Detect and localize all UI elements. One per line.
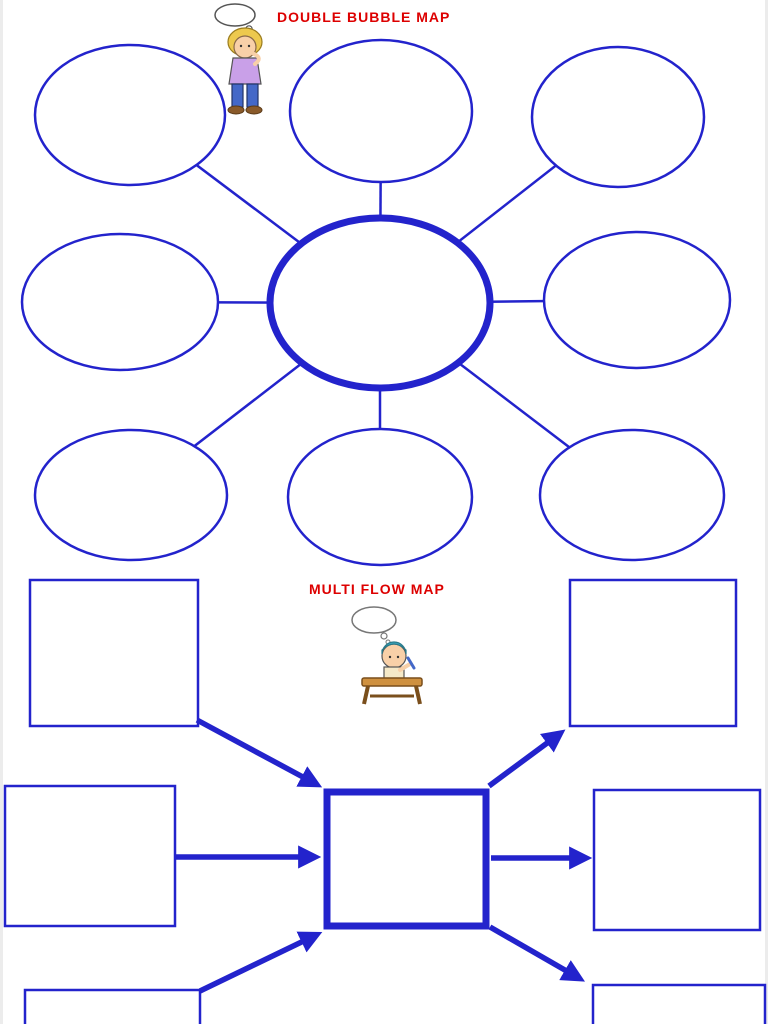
bubble-outer-middle-right (542, 230, 732, 370)
cause-box-bottom (23, 988, 202, 1024)
multi-flow-canvas (3, 578, 767, 1024)
double-bubble-map-title: DOUBLE BUBBLE MAP (277, 9, 451, 25)
bubble-outer-top-left (33, 43, 227, 187)
student-figure (361, 641, 423, 705)
bubble-outer-top-right (530, 45, 706, 189)
multi-flow-map-title: MULTI FLOW MAP (309, 581, 445, 597)
girl-figure (227, 27, 263, 115)
thinking-student-clipart (351, 606, 423, 705)
bubble-map-canvas (20, 38, 732, 567)
bubble-outer-bottom-right (538, 428, 726, 562)
effect-box-bottom (591, 983, 767, 1024)
bubble-outer-bottom-center (286, 427, 474, 567)
bubble-center (266, 214, 494, 392)
effect-box-top (568, 578, 738, 728)
bubble-outer-top-center (288, 38, 474, 184)
cause-box-top (28, 578, 200, 728)
arrow-effect-top (487, 729, 566, 789)
arrow-cause-top (195, 717, 323, 788)
cause-box-middle (3, 784, 177, 928)
page-edge-left (0, 0, 3, 1024)
flow-arrows (176, 717, 593, 994)
bubble-outer-middle-left (20, 232, 220, 372)
arrow-effect-bottom (488, 924, 586, 982)
flow-center-box (323, 788, 490, 930)
thinking-girl-clipart (214, 3, 263, 115)
effect-box-middle (592, 788, 762, 932)
arrow-cause-bottom (198, 931, 323, 994)
page-edge-right (765, 0, 768, 1024)
thought-cloud-icon (351, 606, 397, 645)
bubble-outer-bottom-left (33, 428, 229, 562)
